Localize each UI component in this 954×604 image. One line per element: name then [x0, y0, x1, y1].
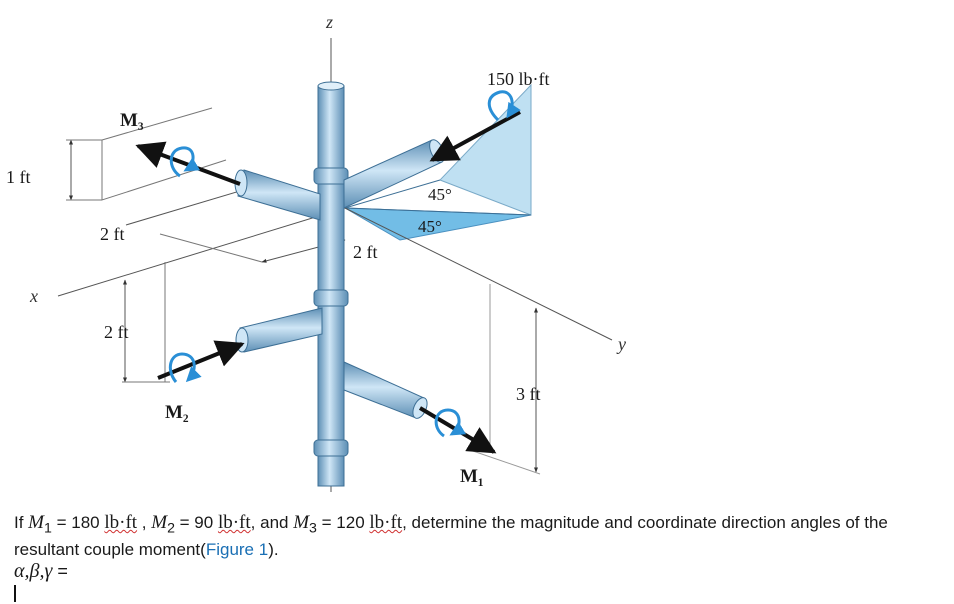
plane-diagonal [344, 207, 532, 216]
box-top-edge [101, 107, 213, 141]
answer-input-area[interactable] [14, 584, 314, 602]
answer-input[interactable] [14, 584, 314, 602]
moment-arrow-150 [429, 110, 521, 162]
x-axis [57, 207, 346, 297]
pipe-branch-m2 [239, 307, 323, 353]
label-m2: M₂ [165, 402, 189, 423]
dim-2ft-c-label: 2 ft [104, 322, 129, 342]
figure-link[interactable]: Figure 1 [205, 540, 269, 560]
unit-lbft: lb·ft [104, 512, 138, 533]
equals-sign: = [52, 561, 68, 581]
label-150-lbft: 150 lb·ft [487, 69, 550, 89]
curl-arrow-m2 [168, 352, 202, 383]
dim-2ft-b-label: 2 ft [353, 242, 378, 262]
y-axis [344, 207, 613, 341]
answer-label: α,β,γ = [14, 560, 68, 583]
axis-x-label: x [29, 286, 38, 306]
pipe-coupling-2 [313, 289, 349, 307]
plane-diagonal-2 [344, 179, 441, 209]
unit-lbft: lb·ft [217, 512, 251, 533]
curl-arrow-m1 [434, 408, 467, 438]
axis-y-label: y [616, 334, 626, 354]
dim-2ft-b-ext [159, 233, 263, 263]
label-m3: M₃ [120, 110, 144, 131]
curl-arrow-m3 [169, 146, 201, 178]
label-m1: M₁ [460, 466, 484, 487]
dim-2ft-a-label: 2 ft [100, 224, 125, 244]
dim-1ft-label: 1 ft [6, 167, 31, 187]
angles-symbol: α,β,γ [14, 560, 53, 582]
text-cursor [14, 585, 16, 602]
pipe-coupling-1 [313, 167, 349, 185]
pipe-branch-m1 [343, 361, 425, 419]
pipe-branch-m2-end [235, 327, 249, 353]
problem-statement: If M1 = 180 lb·ft , M2 = 90 lb·ft, and M… [14, 512, 888, 560]
unit-lbft: lb·ft [369, 512, 403, 533]
angle-45-lower-label: 45° [418, 217, 442, 236]
vertical-pipe [317, 85, 345, 487]
moment-arrow-m3 [135, 141, 241, 186]
curl-arrow-150 [487, 90, 521, 122]
dim-3ft-label: 3 ft [516, 384, 541, 404]
pipe-assembly-diagram: z x y 1 ft 2 ft 2 ft 2 ft 3 ft 45° 4 [6, 12, 626, 492]
axis-z-label: z [325, 12, 333, 32]
pipe-branch-m3 [237, 169, 321, 221]
pipe-coupling-3 [313, 439, 349, 457]
angle-45-upper-label: 45° [428, 185, 452, 204]
pipe-top-cap [317, 81, 345, 91]
dim-3ft-ext-bot [469, 449, 541, 475]
